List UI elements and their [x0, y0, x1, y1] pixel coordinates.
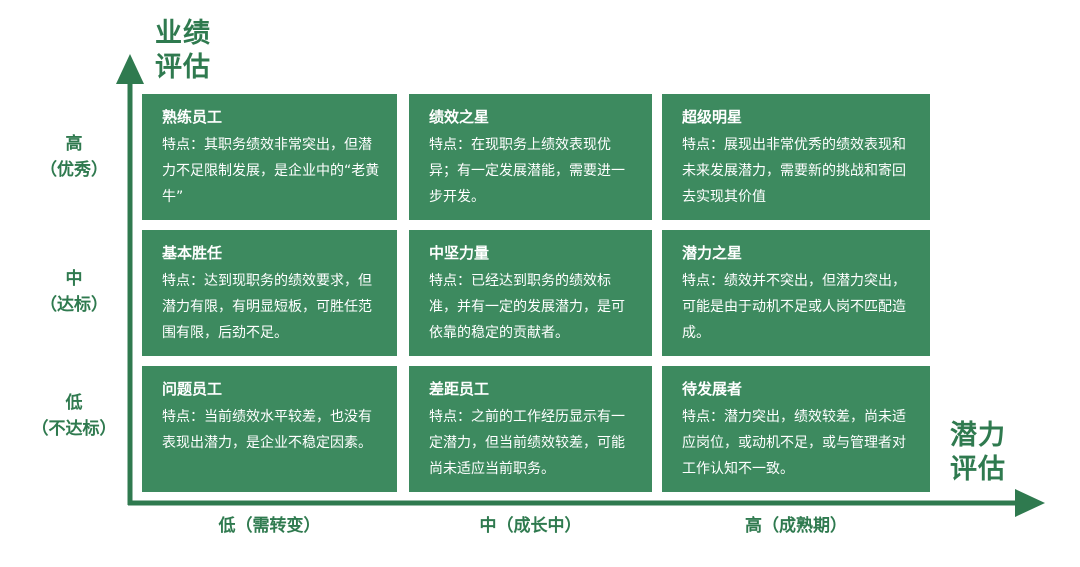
cell-title: 熟练员工 — [162, 108, 223, 126]
cell-gap-employee: 差距员工 特点：之前的工作经历显示有一定潜力，但当前绩效较差，可能尚未适应当前职… — [409, 366, 652, 492]
row-label-level: 低 — [65, 393, 83, 413]
row-label-desc: （优秀） — [40, 160, 108, 180]
cell-description: 特点：绩效并不突出，但潜力突出，可能是由于动机不足或人岗不匹配造成。 — [682, 273, 906, 341]
cell-description: 特点：达到现职务的绩效要求，但潜力有限，有明显短板，可胜任范围有限，后劲不足。 — [162, 273, 372, 341]
row-label-mid: 中 （达标） — [18, 266, 130, 318]
cell-title: 中坚力量 — [429, 244, 490, 262]
cell-title: 待发展者 — [682, 380, 743, 398]
cell-title: 差距员工 — [429, 380, 490, 398]
row-label-desc: （达标） — [40, 295, 108, 315]
cell-title: 基本胜任 — [162, 244, 223, 262]
cell-basic-competent: 基本胜任 特点：达到现职务的绩效要求，但潜力有限，有明显短板，可胜任范围有限，后… — [142, 230, 397, 356]
cell-to-be-developed: 待发展者 特点：潜力突出，绩效较差，尚未适应岗位，或动机不足，或与管理者对工作认… — [662, 366, 930, 492]
cell-skilled-employee: 熟练员工 特点：其职务绩效非常突出，但潜力不足限制发展，是企业中的“老黄牛” — [142, 94, 397, 220]
y-axis-title-line1: 业绩 — [155, 18, 211, 49]
cell-performance-star: 绩效之星 特点：在现职务上绩效表现优异；有一定发展潜能，需要进一步开发。 — [409, 94, 652, 220]
cell-title: 潜力之星 — [682, 244, 743, 262]
x-axis-arrow — [1015, 489, 1045, 517]
cell-description: 特点：当前绩效水平较差，也没有表现出潜力，是企业不稳定因素。 — [162, 409, 372, 451]
x-axis-title: 潜力 评估 — [950, 419, 1006, 487]
x-axis-title-line2: 评估 — [950, 454, 1006, 485]
cell-title: 超级明星 — [682, 108, 743, 126]
cell-description: 特点：之前的工作经历显示有一定潜力，但当前绩效较差，可能尚未适应当前职务。 — [429, 409, 625, 477]
row-label-low: 低 （不达标） — [18, 390, 130, 442]
col-label-low: 低（需转变） — [218, 516, 321, 536]
cell-description: 特点：潜力突出，绩效较差，尚未适应岗位，或动机不足，或与管理者对工作认知不一致。 — [682, 409, 906, 477]
cell-description: 特点：在现职务上绩效表现优异；有一定发展潜能，需要进一步开发。 — [429, 137, 625, 205]
cell-description: 特点：其职务绩效非常突出，但潜力不足限制发展，是企业中的“老黄牛” — [162, 137, 380, 205]
cell-core-force: 中坚力量 特点：已经达到职务的绩效标准，并有一定的发展潜力，是可依靠的稳定的贡献… — [409, 230, 652, 356]
row-label-desc: （不达标） — [31, 419, 117, 439]
col-label-mid: 中（成长中） — [479, 516, 582, 536]
cell-super-star: 超级明星 特点：展现出非常优秀的绩效表现和未来发展潜力，需要新的挑战和寄回去实现… — [662, 94, 930, 220]
x-axis-title-line1: 潜力 — [950, 420, 1006, 451]
cell-title: 问题员工 — [162, 380, 223, 398]
cell-description: 特点：已经达到职务的绩效标准，并有一定的发展潜力，是可依靠的稳定的贡献者。 — [429, 273, 625, 341]
row-label-level: 高 — [65, 134, 83, 154]
y-axis-title-line2: 评估 — [155, 52, 211, 83]
y-axis-title: 业绩 评估 — [155, 17, 211, 85]
row-label-high: 高 （优秀） — [18, 131, 130, 183]
cell-title: 绩效之星 — [429, 108, 490, 126]
row-label-level: 中 — [65, 269, 83, 289]
cell-problem-employee: 问题员工 特点：当前绩效水平较差，也没有表现出潜力，是企业不稳定因素。 — [142, 366, 397, 492]
cell-potential-star: 潜力之星 特点：绩效并不突出，但潜力突出，可能是由于动机不足或人岗不匹配造成。 — [662, 230, 930, 356]
cell-description: 特点：展现出非常优秀的绩效表现和未来发展潜力，需要新的挑战和寄回去实现其价值 — [682, 137, 906, 205]
col-label-high: 高（成熟期） — [745, 516, 847, 536]
y-axis-arrow — [116, 54, 144, 84]
